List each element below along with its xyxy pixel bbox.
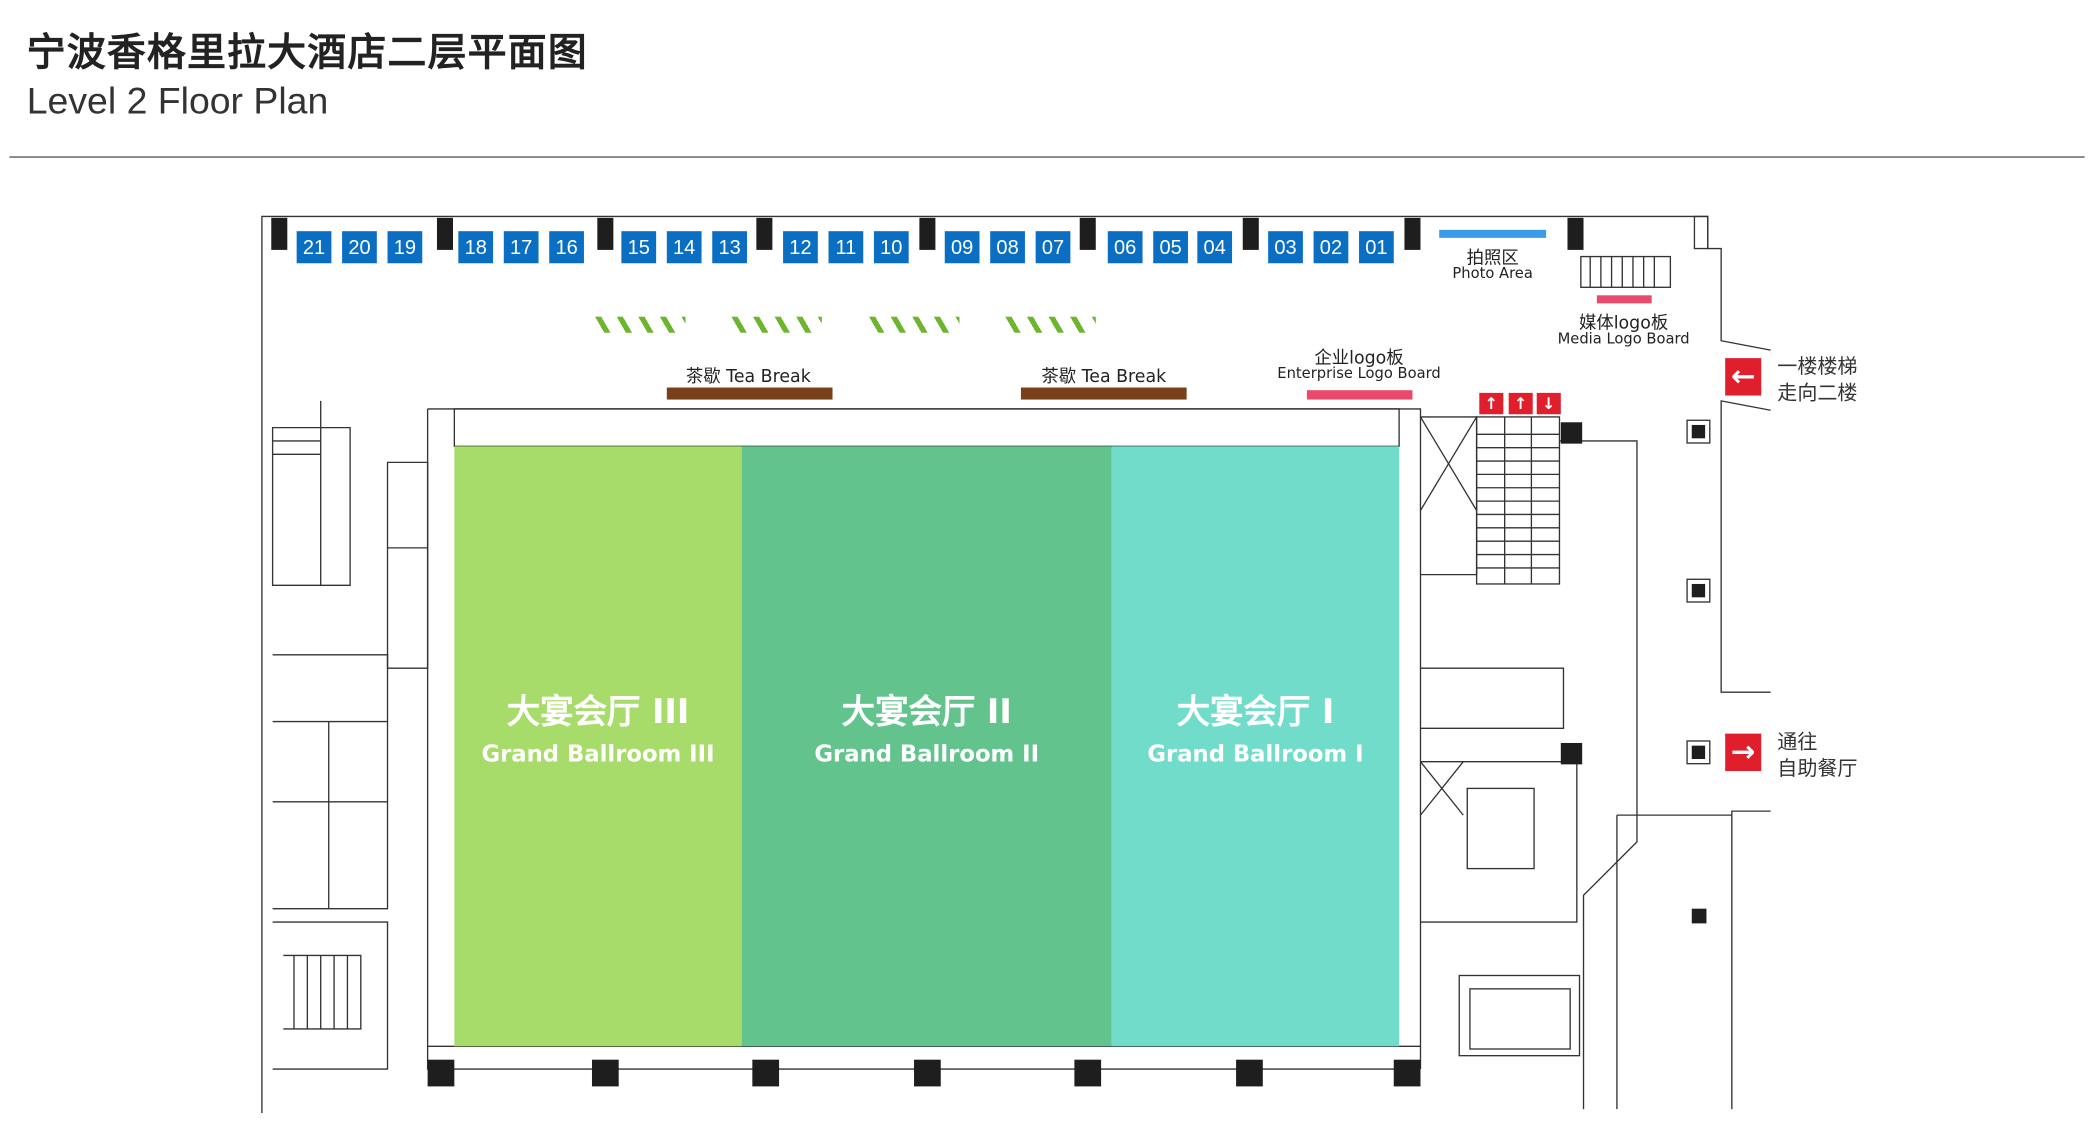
- tea-break-label: 茶歇 Tea Break: [685, 367, 811, 388]
- seating-group: [728, 316, 822, 333]
- photo-area-label-cn: 拍照区: [1466, 248, 1519, 269]
- pillar: [436, 217, 454, 250]
- media-logo-label-cn: 媒体logo板: [1578, 314, 1669, 335]
- seating-group: [865, 316, 960, 333]
- escalator-down-icon: ↓: [1536, 392, 1561, 415]
- booth[interactable]: 11: [828, 231, 864, 264]
- seating-group: [591, 316, 686, 333]
- booth[interactable]: 15: [621, 231, 657, 264]
- column-marker: [1686, 740, 1711, 765]
- pillar: [1404, 217, 1421, 250]
- stairs-direction-line2: 走向二楼: [1777, 380, 1858, 405]
- booth[interactable]: 05: [1153, 231, 1188, 264]
- photo-area-label-en: Photo Area: [1452, 264, 1533, 282]
- ballroom-i[interactable]: 大宴会厅 I Grand Ballroom I: [1111, 446, 1400, 1047]
- pillar: [752, 1059, 780, 1087]
- stairs-direction: 一楼楼梯 走向二楼: [1777, 353, 1857, 406]
- buffet-direction-line2: 自助餐厅: [1777, 756, 1858, 781]
- arrow-left-icon: ←: [1725, 358, 1762, 396]
- pillar: [1236, 1059, 1263, 1087]
- pillar: [1074, 1059, 1102, 1087]
- ballroom-name-cn: 大宴会厅 I: [1176, 691, 1335, 731]
- ballroom-ii[interactable]: 大宴会厅 II Grand Ballroom II: [741, 446, 1112, 1047]
- tea-break-table: [1020, 387, 1187, 400]
- pillar: [1079, 217, 1096, 250]
- booth[interactable]: 04: [1197, 231, 1233, 264]
- pillar: [1393, 1059, 1421, 1087]
- booth[interactable]: 10: [873, 231, 909, 264]
- pillar: [1560, 422, 1583, 444]
- ballroom-name-cn: 大宴会厅 II: [841, 691, 1012, 731]
- ballroom-name-en: Grand Ballroom III: [481, 740, 715, 768]
- booth[interactable]: 13: [712, 231, 747, 264]
- column-marker: [1686, 419, 1711, 444]
- tea-break-label: 茶歇 Tea Break: [1041, 367, 1167, 388]
- pillar: [597, 217, 614, 250]
- escalator-up-icon: ↑: [1508, 392, 1533, 415]
- booth[interactable]: 08: [990, 231, 1025, 264]
- booth[interactable]: 01: [1359, 231, 1394, 264]
- pillar: [919, 217, 936, 250]
- booth[interactable]: 18: [458, 231, 494, 264]
- booth[interactable]: 17: [503, 231, 539, 264]
- enterprise-logo-board-bar: [1306, 390, 1413, 400]
- ballroom-name-en: Grand Ballroom II: [814, 740, 1040, 768]
- booth[interactable]: 06: [1107, 231, 1143, 264]
- ballroom-name-en: Grand Ballroom I: [1147, 740, 1364, 768]
- booth[interactable]: 12: [783, 231, 818, 264]
- pillar: [756, 217, 773, 250]
- pillar: [1567, 217, 1584, 250]
- buffet-direction: 通往 自助餐厅: [1777, 728, 1857, 781]
- pillar: [427, 1059, 455, 1087]
- pillar: [591, 1059, 619, 1087]
- media-logo-label-en: Media Logo Board: [1557, 330, 1690, 348]
- enterprise-logo-label-en: Enterprise Logo Board: [1277, 364, 1441, 383]
- media-logo-board-bar: [1596, 295, 1652, 304]
- divider: [9, 156, 2085, 158]
- enterprise-logo-label-cn: 企业logo板: [1314, 348, 1404, 369]
- ballroom-iii[interactable]: 大宴会厅 III Grand Ballroom III: [454, 446, 742, 1047]
- booth[interactable]: 21: [296, 231, 332, 264]
- booth[interactable]: 19: [387, 231, 423, 264]
- pillar: [271, 217, 288, 250]
- page-title: 宁波香格里拉大酒店二层平面图: [26, 29, 588, 75]
- photo-area-bar: [1439, 229, 1547, 238]
- pillar: [1560, 742, 1583, 765]
- pillar: [1242, 217, 1259, 250]
- booth[interactable]: 09: [944, 231, 980, 264]
- pillar: [1691, 908, 1707, 924]
- booth[interactable]: 20: [342, 231, 377, 264]
- escalator-up-icon: ↑: [1479, 392, 1504, 415]
- pillar: [914, 1059, 941, 1087]
- booth[interactable]: 02: [1313, 231, 1349, 264]
- booth[interactable]: 14: [666, 231, 702, 264]
- booth[interactable]: 16: [549, 231, 584, 264]
- booth[interactable]: 03: [1268, 231, 1303, 264]
- stairs-direction-line1: 一楼楼梯: [1777, 354, 1858, 379]
- tea-break-table: [666, 387, 833, 400]
- page-subtitle: Level 2 Floor Plan: [26, 80, 329, 122]
- booth[interactable]: 07: [1035, 231, 1071, 264]
- column-marker: [1686, 578, 1711, 603]
- seating-group: [1002, 316, 1096, 333]
- buffet-direction-line1: 通往: [1777, 729, 1818, 754]
- ballroom-name-cn: 大宴会厅 III: [506, 691, 690, 731]
- arrow-right-icon: →: [1725, 733, 1762, 772]
